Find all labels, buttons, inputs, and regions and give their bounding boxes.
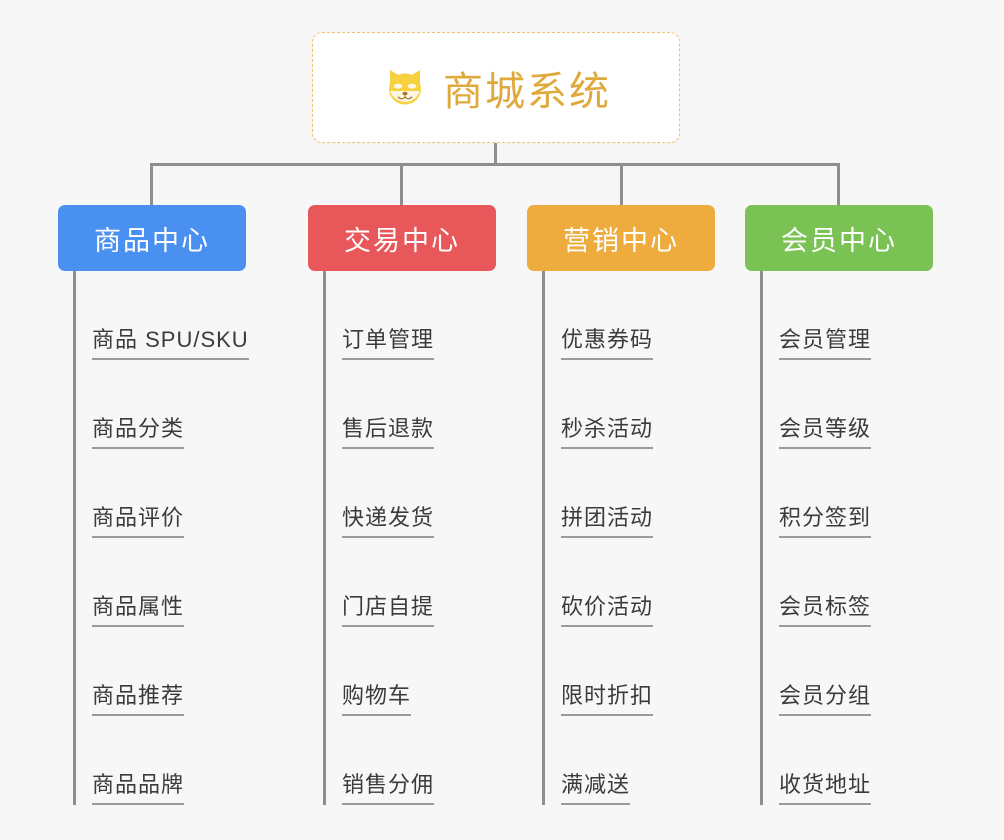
category-header-trade-center[interactable]: 交易中心 bbox=[308, 205, 496, 271]
connector-drop-product bbox=[150, 163, 153, 207]
column-product-center: 商品中心 商品 SPU/SKU 商品分类 商品评价 商品属性 商品推荐 商品品牌 bbox=[58, 205, 249, 805]
category-title: 商品中心 bbox=[94, 225, 210, 256]
leaf-label: 商品评价 bbox=[92, 505, 185, 538]
list-item[interactable]: 会员分组 bbox=[745, 627, 933, 716]
list-item[interactable]: 砍价活动 bbox=[527, 538, 715, 627]
leaf-spine-member-center bbox=[760, 271, 763, 805]
list-item[interactable]: 商品推荐 bbox=[58, 627, 249, 716]
leaf-label: 收货地址 bbox=[779, 772, 872, 805]
category-header-product-center[interactable]: 商品中心 bbox=[58, 205, 246, 271]
connector-drop-member bbox=[837, 163, 840, 207]
shiba-dog-face-icon bbox=[381, 64, 429, 112]
list-item[interactable]: 商品分类 bbox=[58, 360, 249, 449]
connector-drop-marketing bbox=[620, 163, 623, 207]
leaf-label: 会员标签 bbox=[779, 594, 872, 627]
list-item[interactable]: 限时折扣 bbox=[527, 627, 715, 716]
list-item[interactable]: 售后退款 bbox=[308, 360, 496, 449]
column-member-center: 会员中心 会员管理 会员等级 积分签到 会员标签 会员分组 收货地址 bbox=[745, 205, 933, 805]
list-item[interactable]: 秒杀活动 bbox=[527, 360, 715, 449]
leaf-list-product-center: 商品 SPU/SKU 商品分类 商品评价 商品属性 商品推荐 商品品牌 bbox=[58, 271, 249, 805]
leaf-list-trade-center: 订单管理 售后退款 快递发货 门店自提 购物车 销售分佣 bbox=[308, 271, 496, 805]
leaf-spine-product-center bbox=[73, 271, 76, 805]
column-marketing-center: 营销中心 优惠券码 秒杀活动 拼团活动 砍价活动 限时折扣 满减送 bbox=[527, 205, 715, 805]
leaf-label: 商品品牌 bbox=[92, 772, 185, 805]
leaf-label: 砍价活动 bbox=[561, 594, 654, 627]
connector-root-stem bbox=[494, 143, 497, 165]
list-item[interactable]: 积分签到 bbox=[745, 449, 933, 538]
leaf-label: 满减送 bbox=[561, 772, 631, 805]
root-node[interactable]: 商城系统 bbox=[312, 32, 680, 143]
list-item[interactable]: 会员等级 bbox=[745, 360, 933, 449]
leaf-label: 售后退款 bbox=[342, 416, 435, 449]
list-item[interactable]: 销售分佣 bbox=[308, 716, 496, 805]
leaf-label: 秒杀活动 bbox=[561, 416, 654, 449]
leaf-label: 商品属性 bbox=[92, 594, 185, 627]
leaf-label: 快递发货 bbox=[342, 505, 435, 538]
list-item[interactable]: 门店自提 bbox=[308, 538, 496, 627]
category-title: 会员中心 bbox=[781, 225, 897, 256]
category-header-member-center[interactable]: 会员中心 bbox=[745, 205, 933, 271]
category-header-marketing-center[interactable]: 营销中心 bbox=[527, 205, 715, 271]
list-item[interactable]: 商品属性 bbox=[58, 538, 249, 627]
leaf-list-member-center: 会员管理 会员等级 积分签到 会员标签 会员分组 收货地址 bbox=[745, 271, 933, 805]
leaf-spine-marketing-center bbox=[542, 271, 545, 805]
list-item[interactable]: 订单管理 bbox=[308, 271, 496, 360]
list-item[interactable]: 收货地址 bbox=[745, 716, 933, 805]
leaf-label: 商品分类 bbox=[92, 416, 185, 449]
leaf-label: 优惠券码 bbox=[561, 327, 654, 360]
connector-horizontal-bus bbox=[150, 163, 840, 166]
leaf-label: 订单管理 bbox=[342, 327, 435, 360]
category-title: 营销中心 bbox=[563, 225, 679, 256]
leaf-label: 拼团活动 bbox=[561, 505, 654, 538]
root-title: 商城系统 bbox=[443, 69, 611, 114]
list-item[interactable]: 拼团活动 bbox=[527, 449, 715, 538]
list-item[interactable]: 商品评价 bbox=[58, 449, 249, 538]
leaf-label: 门店自提 bbox=[342, 594, 435, 627]
list-item[interactable]: 优惠券码 bbox=[527, 271, 715, 360]
connector-drop-trade bbox=[400, 163, 403, 207]
list-item[interactable]: 会员管理 bbox=[745, 271, 933, 360]
category-title: 交易中心 bbox=[344, 225, 460, 256]
column-trade-center: 交易中心 订单管理 售后退款 快递发货 门店自提 购物车 销售分佣 bbox=[308, 205, 496, 805]
leaf-label: 会员分组 bbox=[779, 683, 872, 716]
list-item[interactable]: 商品品牌 bbox=[58, 716, 249, 805]
leaf-label: 会员等级 bbox=[779, 416, 872, 449]
list-item[interactable]: 会员标签 bbox=[745, 538, 933, 627]
leaf-label: 销售分佣 bbox=[342, 772, 435, 805]
leaf-label: 限时折扣 bbox=[561, 683, 654, 716]
leaf-list-marketing-center: 优惠券码 秒杀活动 拼团活动 砍价活动 限时折扣 满减送 bbox=[527, 271, 715, 805]
list-item[interactable]: 快递发货 bbox=[308, 449, 496, 538]
leaf-label: 商品推荐 bbox=[92, 683, 185, 716]
leaf-label: 会员管理 bbox=[779, 327, 872, 360]
leaf-label: 积分签到 bbox=[779, 505, 872, 538]
list-item[interactable]: 购物车 bbox=[308, 627, 496, 716]
leaf-spine-trade-center bbox=[323, 271, 326, 805]
list-item[interactable]: 满减送 bbox=[527, 716, 715, 805]
leaf-label: 商品 SPU/SKU bbox=[92, 327, 249, 360]
list-item[interactable]: 商品 SPU/SKU bbox=[58, 271, 249, 360]
leaf-label: 购物车 bbox=[342, 683, 412, 716]
